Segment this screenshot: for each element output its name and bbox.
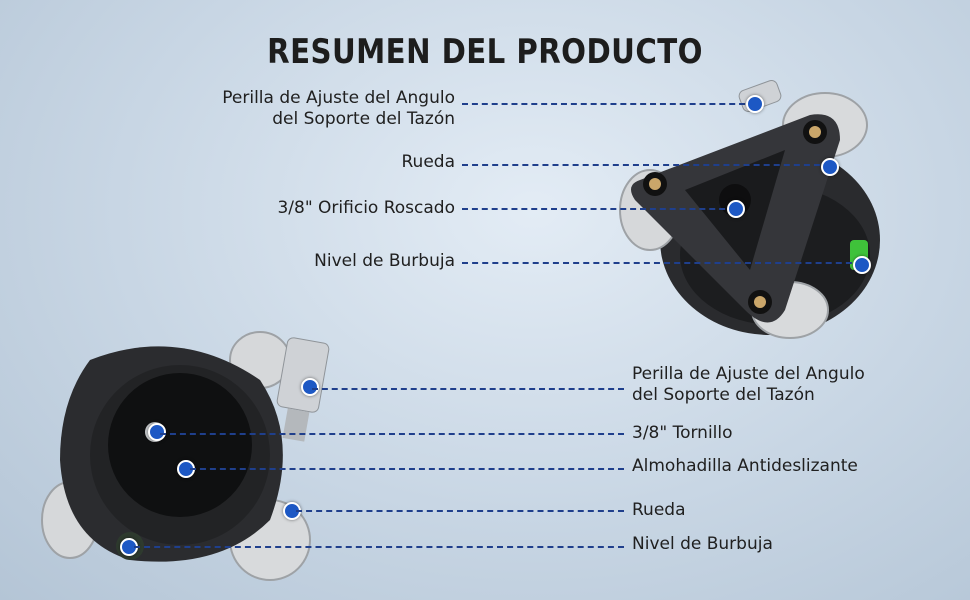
callout-line-top-wheel (462, 164, 830, 166)
callout-label-top-wheel: Rueda (401, 152, 456, 172)
callout-dot-top-wheel (821, 158, 839, 176)
callout-label-bottom-wheel: Rueda (632, 500, 686, 520)
callout-label-bottom-bubble-level: Nivel de Burbuja (632, 534, 773, 554)
callout-dot-top-bubble-level (853, 256, 871, 274)
callout-label-bottom-antislip-pad: Almohadilla Antideslizante (632, 456, 858, 476)
callout-dot-top-angle-knob (746, 95, 764, 113)
callout-label-top-threaded-hole: 3/8" Orificio Roscado (277, 198, 455, 218)
bottom-device-image (41, 331, 330, 581)
callout-dot-bottom-screw (148, 423, 166, 441)
callout-line-bottom-wheel (296, 510, 624, 512)
callout-line-top-angle-knob (462, 103, 755, 105)
callout-label-bottom-angle-knob: Perilla de Ajuste del Angulo del Soporte… (632, 364, 865, 405)
callout-line-top-bubble-level (462, 262, 862, 264)
callout-line-bottom-screw (160, 433, 624, 435)
callout-label-top-angle-knob: Perilla de Ajuste del Angulo del Soporte… (222, 88, 455, 129)
callout-line-bottom-bubble-level (134, 546, 624, 548)
page-title: RESUMEN DEL PRODUCTO (267, 32, 703, 72)
callout-line-bottom-angle-knob (312, 388, 624, 390)
callout-label-bottom-screw: 3/8" Tornillo (632, 423, 733, 443)
callout-dot-bottom-angle-knob (301, 378, 319, 396)
callout-line-bottom-antislip-pad (190, 468, 624, 470)
callout-label-top-bubble-level: Nivel de Burbuja (314, 251, 455, 271)
callout-line-top-threaded-hole (462, 208, 735, 210)
callout-dot-top-threaded-hole (727, 200, 745, 218)
top-device-image (619, 80, 880, 339)
